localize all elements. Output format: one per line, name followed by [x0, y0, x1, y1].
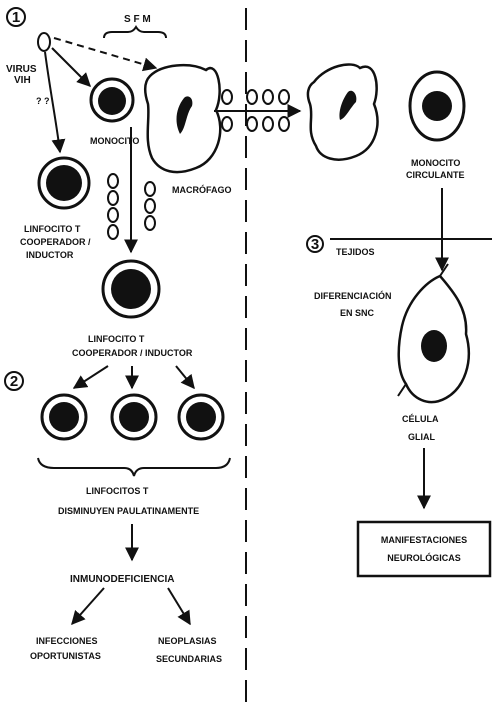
macrophage-label: MACRÓFAGO: [172, 184, 232, 195]
lymphocyte-center-label-1: LINFOCITO T: [88, 334, 145, 344]
arrow-virus-to-macrophage: [54, 38, 156, 68]
sfm-bracket: [104, 27, 166, 38]
sfm-label: S F M: [124, 14, 151, 25]
step-1-marker: 1: [7, 8, 25, 26]
step-1-number: 1: [12, 9, 20, 26]
step-2-marker: 2: [5, 372, 23, 390]
virus-particle: [38, 33, 50, 51]
lymphocyte-left-label-2: COOPERADOR /: [20, 237, 91, 247]
lymphocyte-row-cell-3: [179, 395, 223, 439]
vih-label: VIH: [14, 75, 31, 86]
tissues-label: TEJIDOS: [336, 247, 375, 257]
lymphocyte-row-cell-2: [112, 395, 156, 439]
arrow-to-lymphocyte-1: [74, 366, 108, 388]
arrow-to-lymphocyte-3: [176, 366, 194, 388]
neoplasias-label: NEOPLASIAS: [158, 636, 217, 646]
glial-cell-label-2: GLIAL: [408, 432, 435, 442]
lymphocytes-brace: [38, 458, 230, 476]
monocyte-cell: [91, 79, 133, 121]
virus-column-left: [108, 174, 118, 239]
lymphocyte-center-cell: [103, 261, 159, 317]
infections-label: INFECCIONES: [36, 636, 98, 646]
neuro-manifestations-label-2: NEUROLÓGICAS: [387, 552, 461, 563]
arrow-virus-to-monocyte: [52, 48, 90, 86]
glial-cell-label-1: CÉLULA: [402, 414, 439, 424]
lymphocyte-left-label-3: INDUCTOR: [26, 250, 74, 260]
lymphocyte-left-label-1: LINFOCITO T: [24, 224, 81, 234]
step-3-number: 3: [311, 236, 319, 253]
differentiation-label-2: EN SNC: [340, 308, 375, 318]
opportunistic-label: OPORTUNISTAS: [30, 651, 101, 661]
virus-label: VIRUS: [6, 64, 37, 75]
neuro-manifestations-box: [358, 522, 490, 576]
secondary-label: SECUNDARIAS: [156, 654, 222, 664]
macrophage-cell-right: [308, 64, 378, 159]
glial-cell: [398, 264, 469, 402]
differentiation-label-1: DIFERENCIACIÓN: [314, 290, 392, 301]
neuro-manifestations-label-1: MANIFESTACIONES: [381, 535, 467, 545]
arrow-to-infections: [72, 588, 104, 624]
arrow-to-neoplasias: [168, 588, 190, 624]
circulating-monocyte-label-2: CIRCULANTE: [406, 170, 465, 180]
step-2-number: 2: [10, 373, 18, 390]
circulating-monocyte-cell: [410, 72, 464, 140]
lymphocyte-row-cell-1: [42, 395, 86, 439]
virus-column-right: [145, 182, 155, 230]
lymphocytes-decrease-label-2: DISMINUYEN PAULATINAMENTE: [58, 506, 199, 516]
immunodeficiency-label: INMUNODEFICIENCIA: [70, 574, 174, 585]
step-3-marker: 3: [307, 236, 323, 253]
question-marks: ? ?: [36, 96, 50, 106]
circulating-monocyte-label-1: MONOCITO: [411, 158, 460, 168]
macrophage-cell: [145, 65, 220, 172]
lymphocytes-decrease-label-1: LINFOCITOS T: [86, 486, 149, 496]
lymphocyte-center-label-2: COOPERADOR / INDUCTOR: [72, 348, 193, 358]
lymphocyte-left-cell: [39, 158, 89, 208]
